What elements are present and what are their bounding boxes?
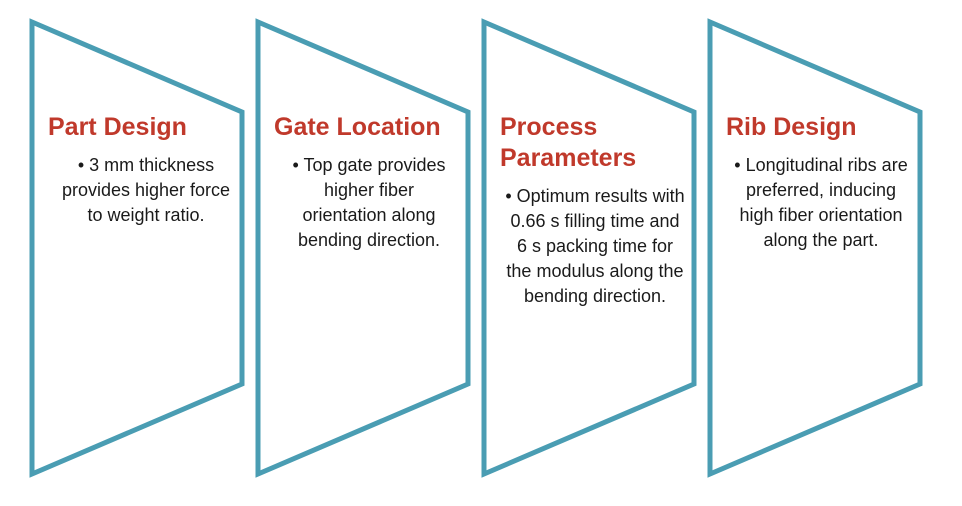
panel-bullet-text: Optimum results with 0.66 s filling time…	[506, 186, 685, 306]
panel-shape-part-design	[29, 18, 245, 478]
panel-bullet-text: Longitudinal ribs are preferred, inducin…	[739, 155, 908, 250]
panel-part-design: Part Design • 3 mm thickness provides hi…	[48, 112, 238, 228]
panel-gate-location: Gate Location • Top gate provides higher…	[274, 112, 464, 253]
panel-bullet: • Optimum results with 0.66 s filling ti…	[500, 184, 690, 309]
panel-bullet-text: Top gate provides higher fiber orientati…	[297, 155, 446, 250]
panel-bullet: • Longitudinal ribs are preferred, induc…	[726, 153, 916, 253]
bullet-dot-icon: •	[292, 155, 304, 175]
panel-title: Gate Location	[274, 113, 441, 141]
bullet-dot-icon: •	[505, 186, 517, 206]
panel-title: Rib Design	[726, 113, 857, 141]
panel-shape-rib-design	[707, 18, 923, 478]
panel-title: Process Parameters	[500, 113, 637, 172]
panel-shape-gate-location	[255, 18, 471, 478]
panel-bullet: • Top gate provides higher fiber orienta…	[274, 153, 464, 253]
panel-bullet: • 3 mm thickness provides higher force t…	[48, 153, 238, 228]
panel-rib-design: Rib Design • Longitudinal ribs are prefe…	[726, 112, 916, 253]
panel-bullet-text: 3 mm thickness provides higher force to …	[61, 155, 231, 225]
panel-process-parameters: Process Parameters • Optimum results wit…	[500, 112, 690, 309]
bullet-dot-icon: •	[734, 155, 746, 175]
panel-title: Part Design	[48, 113, 187, 141]
panel-shape-process-parameters	[481, 18, 697, 478]
bullet-dot-icon: •	[77, 155, 90, 175]
